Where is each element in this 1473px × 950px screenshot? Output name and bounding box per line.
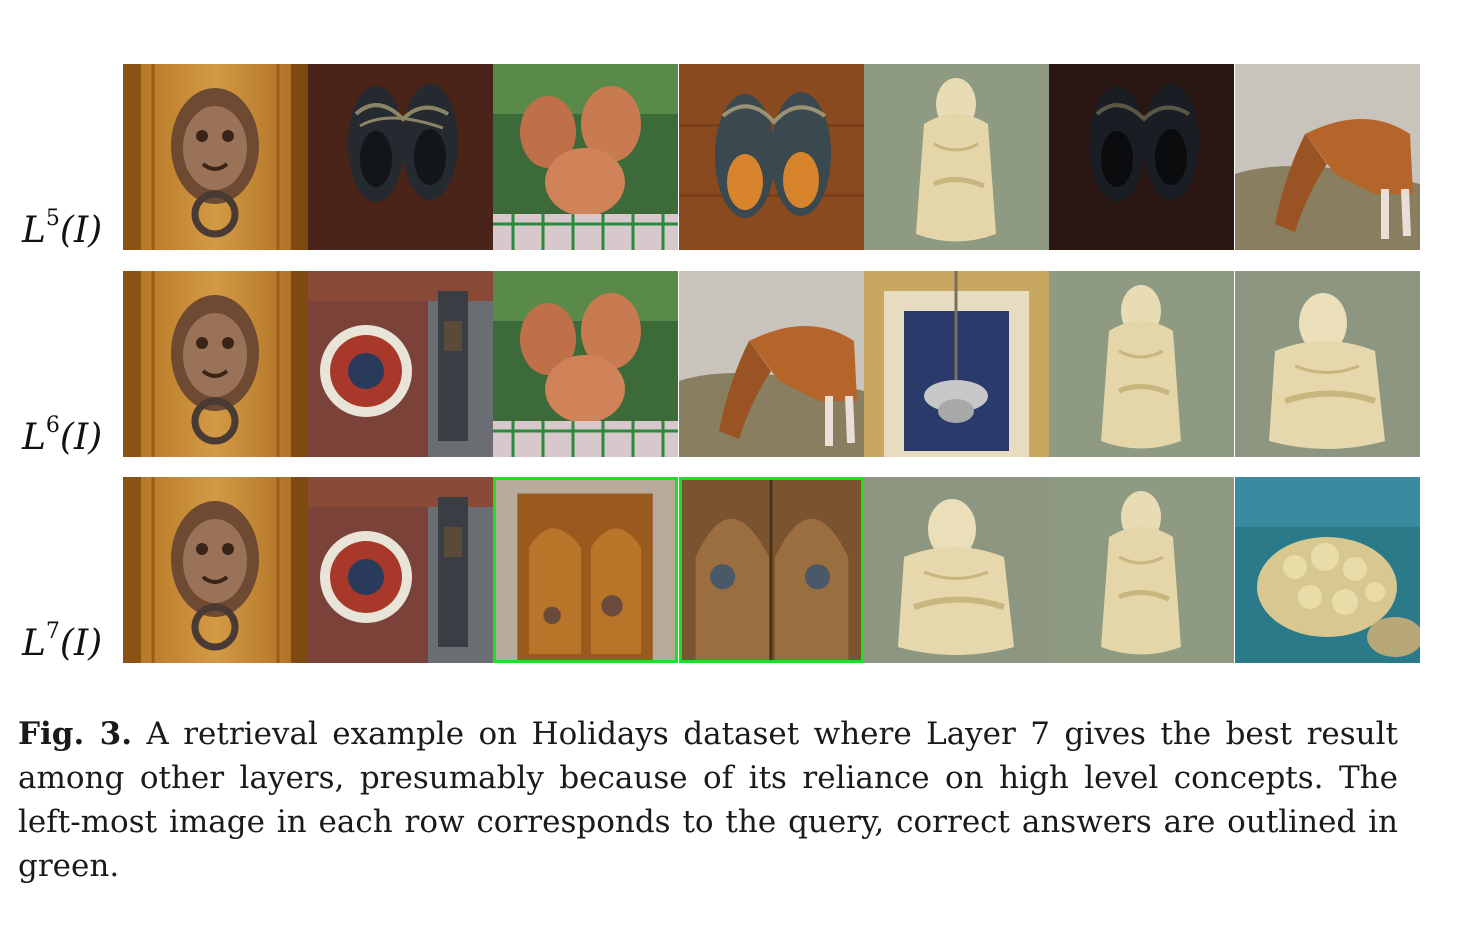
result-image [1049, 64, 1234, 250]
correct-result-image [493, 477, 678, 663]
clock-tower-thumbnail [308, 271, 493, 457]
row-label: L5(I) [22, 208, 103, 251]
lion-knocker-thumbnail [123, 271, 308, 457]
row-label: L7(I) [22, 621, 103, 664]
result-image [679, 271, 864, 457]
lion-knocker-thumbnail [123, 64, 308, 250]
result-image [1049, 271, 1234, 457]
row-label-argument: (I) [59, 623, 103, 664]
query-image [123, 271, 308, 457]
result-image [1235, 477, 1420, 663]
result-image [308, 477, 493, 663]
statue-relief-thumbnail [1049, 477, 1234, 663]
result-row-2: L6(I) [0, 271, 1473, 458]
result-image [1049, 477, 1234, 663]
result-image [864, 271, 1049, 457]
statue-relief-thumbnail [864, 477, 1049, 663]
result-image [1235, 64, 1420, 250]
copper-busts-thumbnail [493, 64, 678, 250]
wooden-door-thumbnail [682, 480, 861, 660]
copper-busts-thumbnail [493, 271, 678, 457]
row-label-argument: (I) [59, 210, 103, 251]
clock-tower-thumbnail [308, 477, 493, 663]
query-image [123, 477, 308, 663]
coral-thumbnail [1235, 477, 1420, 663]
lion-knocker-thumbnail [123, 477, 308, 663]
result-image [864, 64, 1049, 250]
result-row-1: L5(I) [0, 64, 1473, 251]
row-label-base: L [22, 210, 46, 251]
result-image [864, 477, 1049, 663]
result-image [493, 64, 678, 250]
result-image [308, 64, 493, 250]
correct-result-image [679, 477, 864, 663]
row-label-argument: (I) [59, 417, 103, 458]
row-label-layer: 7 [45, 619, 60, 644]
figure-caption-label: Fig. 3. [18, 716, 132, 752]
foal-thumbnail [1235, 64, 1420, 250]
row-label-base: L [22, 623, 46, 664]
result-image [679, 64, 864, 250]
query-image [123, 64, 308, 250]
row-label-layer: 5 [45, 206, 60, 231]
statue-relief-thumbnail [1235, 271, 1420, 457]
figure-caption-text: A retrieval example on Holidays dataset … [18, 716, 1398, 884]
statue-relief-thumbnail [864, 64, 1049, 250]
result-image [1235, 271, 1420, 457]
shoes-thumbnail [308, 64, 493, 250]
row-label-layer: 6 [45, 413, 60, 438]
row-label: L6(I) [22, 415, 103, 458]
wooden-door-thumbnail [496, 480, 675, 660]
result-image [493, 271, 678, 457]
foal-thumbnail [679, 271, 864, 457]
figure-caption: Fig. 3. A retrieval example on Holidays … [18, 712, 1398, 888]
retrieval-figure: L5(I) [0, 64, 1473, 664]
statue-relief-thumbnail [1049, 271, 1234, 457]
shoes-thumbnail [679, 64, 864, 250]
shoes-thumbnail [1049, 64, 1234, 250]
result-image [308, 271, 493, 457]
chandelier-thumbnail [864, 271, 1049, 457]
row-label-base: L [22, 417, 46, 458]
result-row-3: L7(I) [0, 477, 1473, 664]
